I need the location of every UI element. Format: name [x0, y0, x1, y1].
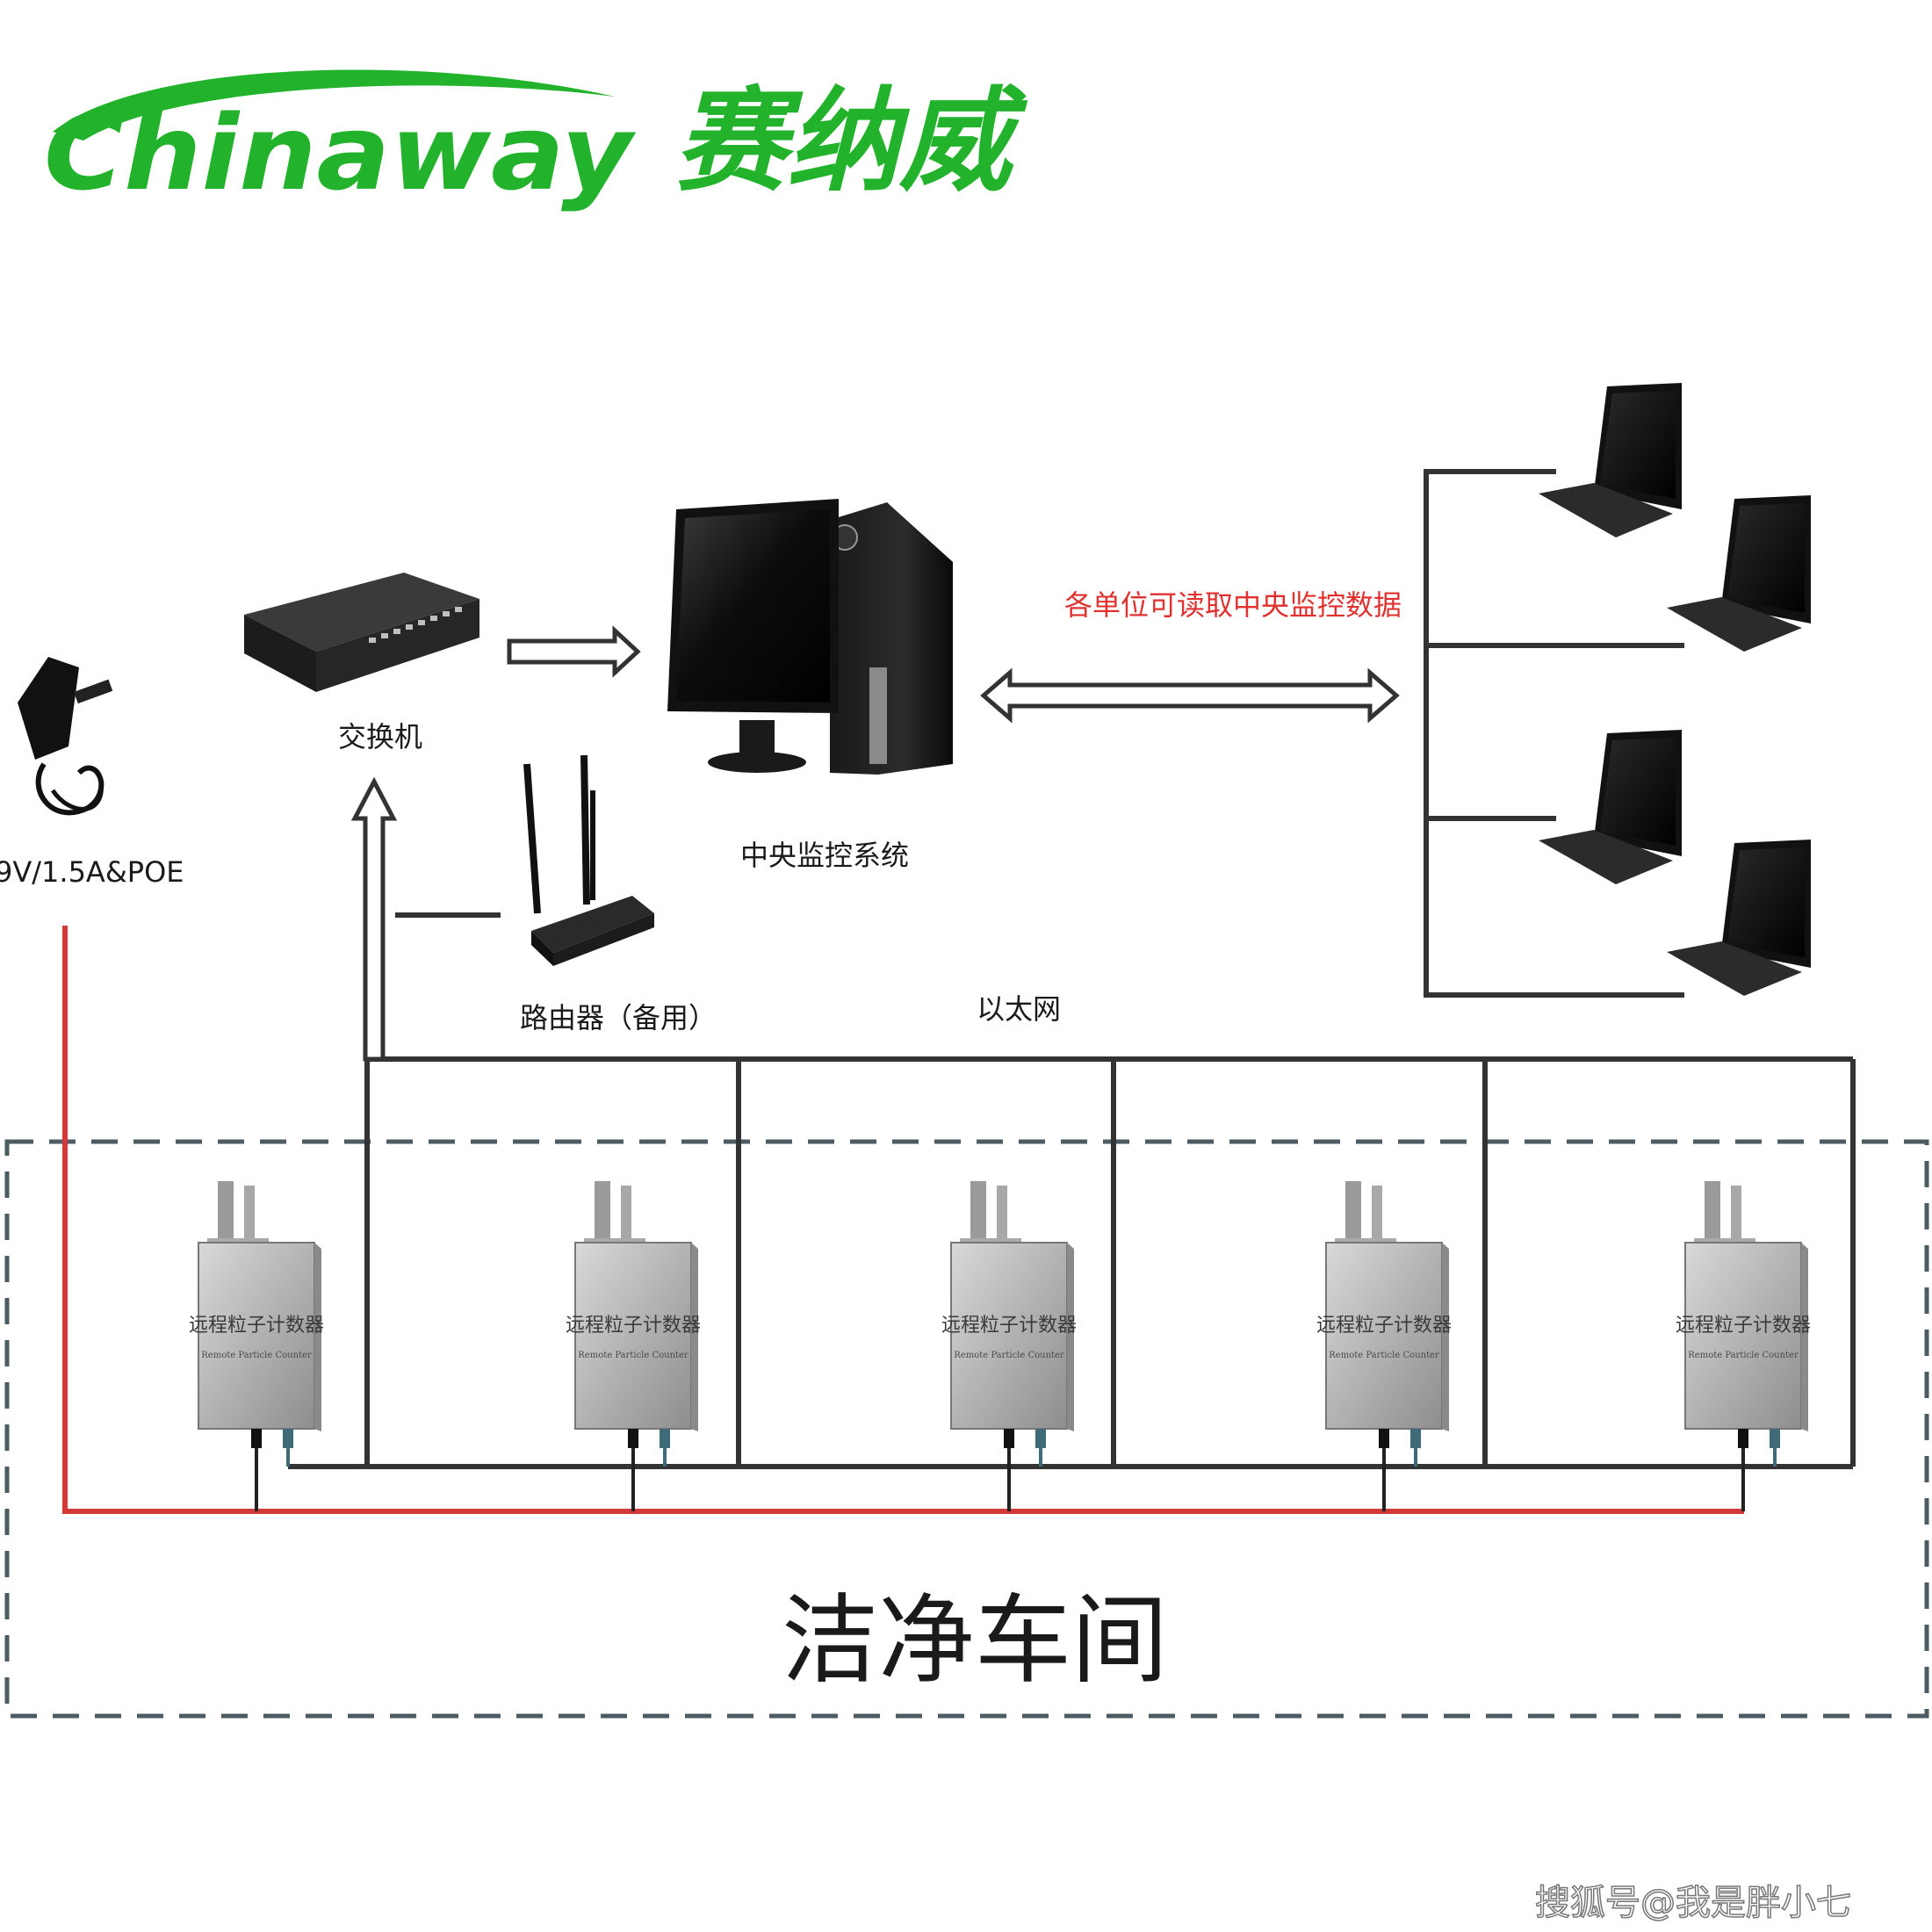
ethernet-lines	[288, 469, 1856, 1469]
power-supply-label: 9V/1.5A&POE	[0, 855, 184, 889]
particle-counter-5: 远程粒子计数器 Remote Particle Counter	[1676, 1181, 1811, 1511]
logo-chinese-text: 赛纳威	[674, 76, 1028, 207]
sensor-probe	[997, 1186, 1007, 1247]
counter-name-cn: 远程粒子计数器	[566, 1315, 701, 1337]
central-computer	[667, 499, 953, 775]
counter-name-cn: 远程粒子计数器	[1316, 1315, 1452, 1337]
chinaway-logo: Chinaway 赛纳威	[44, 69, 1028, 213]
counter-name-en: Remote Particle Counter	[578, 1351, 688, 1360]
router-label: 路由器（备用）	[520, 1001, 717, 1034]
sensor-probe	[1731, 1186, 1741, 1247]
ethernet-connector	[283, 1429, 293, 1448]
particle-counter-2: 远程粒子计数器 Remote Particle Counter	[566, 1181, 701, 1511]
ethernet-connector	[1410, 1429, 1421, 1448]
switch-label: 交换机	[338, 720, 422, 753]
counter-name-en: Remote Particle Counter	[1688, 1351, 1799, 1360]
watermark: 搜狐号@我是胖小七	[1535, 1883, 1851, 1923]
laptop-2	[1667, 495, 1811, 652]
counter-side	[1801, 1243, 1808, 1431]
counter-side	[691, 1243, 698, 1431]
ethernet-connector	[1035, 1429, 1046, 1448]
power-line	[62, 926, 1744, 1514]
bidirectional-arrow	[980, 667, 1400, 724]
logo-latin-text: Chinaway	[44, 92, 637, 213]
switch-to-central-arrow	[507, 625, 641, 678]
sensor-probe	[970, 1181, 986, 1243]
ethernet-label: 以太网	[977, 992, 1061, 1026]
counter-side	[1067, 1243, 1074, 1431]
counter-name-en: Remote Particle Counter	[1329, 1351, 1439, 1360]
cleanroom-zone	[4, 1139, 1929, 1719]
particle-counters: 远程粒子计数器 Remote Particle Counter 远程粒子计数器 Rem…	[189, 1181, 1811, 1511]
laptop-4	[1667, 840, 1811, 996]
ethernet-connector	[1770, 1429, 1780, 1448]
logo-swoosh	[53, 69, 615, 141]
power-connector	[628, 1429, 638, 1448]
particle-counter-4: 远程粒子计数器 Remote Particle Counter	[1316, 1181, 1452, 1511]
particle-counter-3: 远程粒子计数器 Remote Particle Counter	[941, 1181, 1077, 1511]
power-connector	[1738, 1429, 1748, 1448]
counter-side	[1442, 1243, 1449, 1431]
sensor-probe	[244, 1186, 255, 1247]
power-connector	[1004, 1429, 1014, 1448]
counter-body	[1684, 1242, 1802, 1430]
counter-body	[1325, 1242, 1443, 1430]
counter-side	[314, 1243, 321, 1431]
network-switch	[244, 573, 479, 692]
counter-name-en: Remote Particle Counter	[954, 1351, 1064, 1360]
central-system-label: 中央监控系统	[740, 839, 909, 872]
particle-counter-1: 远程粒子计数器 Remote Particle Counter	[189, 1181, 324, 1511]
sensor-probe	[621, 1186, 631, 1247]
power-connector	[1379, 1429, 1389, 1448]
cleanroom-label: 洁净车间	[782, 1584, 1168, 1697]
counter-body	[950, 1242, 1068, 1430]
counter-body	[574, 1242, 692, 1430]
counter-name-cn: 远程粒子计数器	[941, 1315, 1077, 1337]
sensor-probe	[595, 1181, 610, 1243]
sensor-probe	[1372, 1186, 1382, 1247]
counter-name-cn: 远程粒子计数器	[189, 1315, 324, 1337]
sensor-probe	[218, 1181, 234, 1243]
router	[523, 754, 654, 966]
counter-name-cn: 远程粒子计数器	[1676, 1315, 1811, 1337]
uplink-arrow	[350, 776, 398, 1062]
laptop-1	[1539, 383, 1682, 537]
sensor-probe	[1705, 1181, 1720, 1243]
ethernet-connector	[660, 1429, 670, 1448]
counter-name-en: Remote Particle Counter	[201, 1351, 312, 1360]
read-access-label: 各单位可读取中央监控数据	[1064, 588, 1402, 622]
sensor-probe	[1345, 1181, 1361, 1243]
power-connector	[251, 1429, 262, 1448]
laptop-3	[1539, 730, 1682, 884]
power-adapter	[18, 657, 113, 816]
